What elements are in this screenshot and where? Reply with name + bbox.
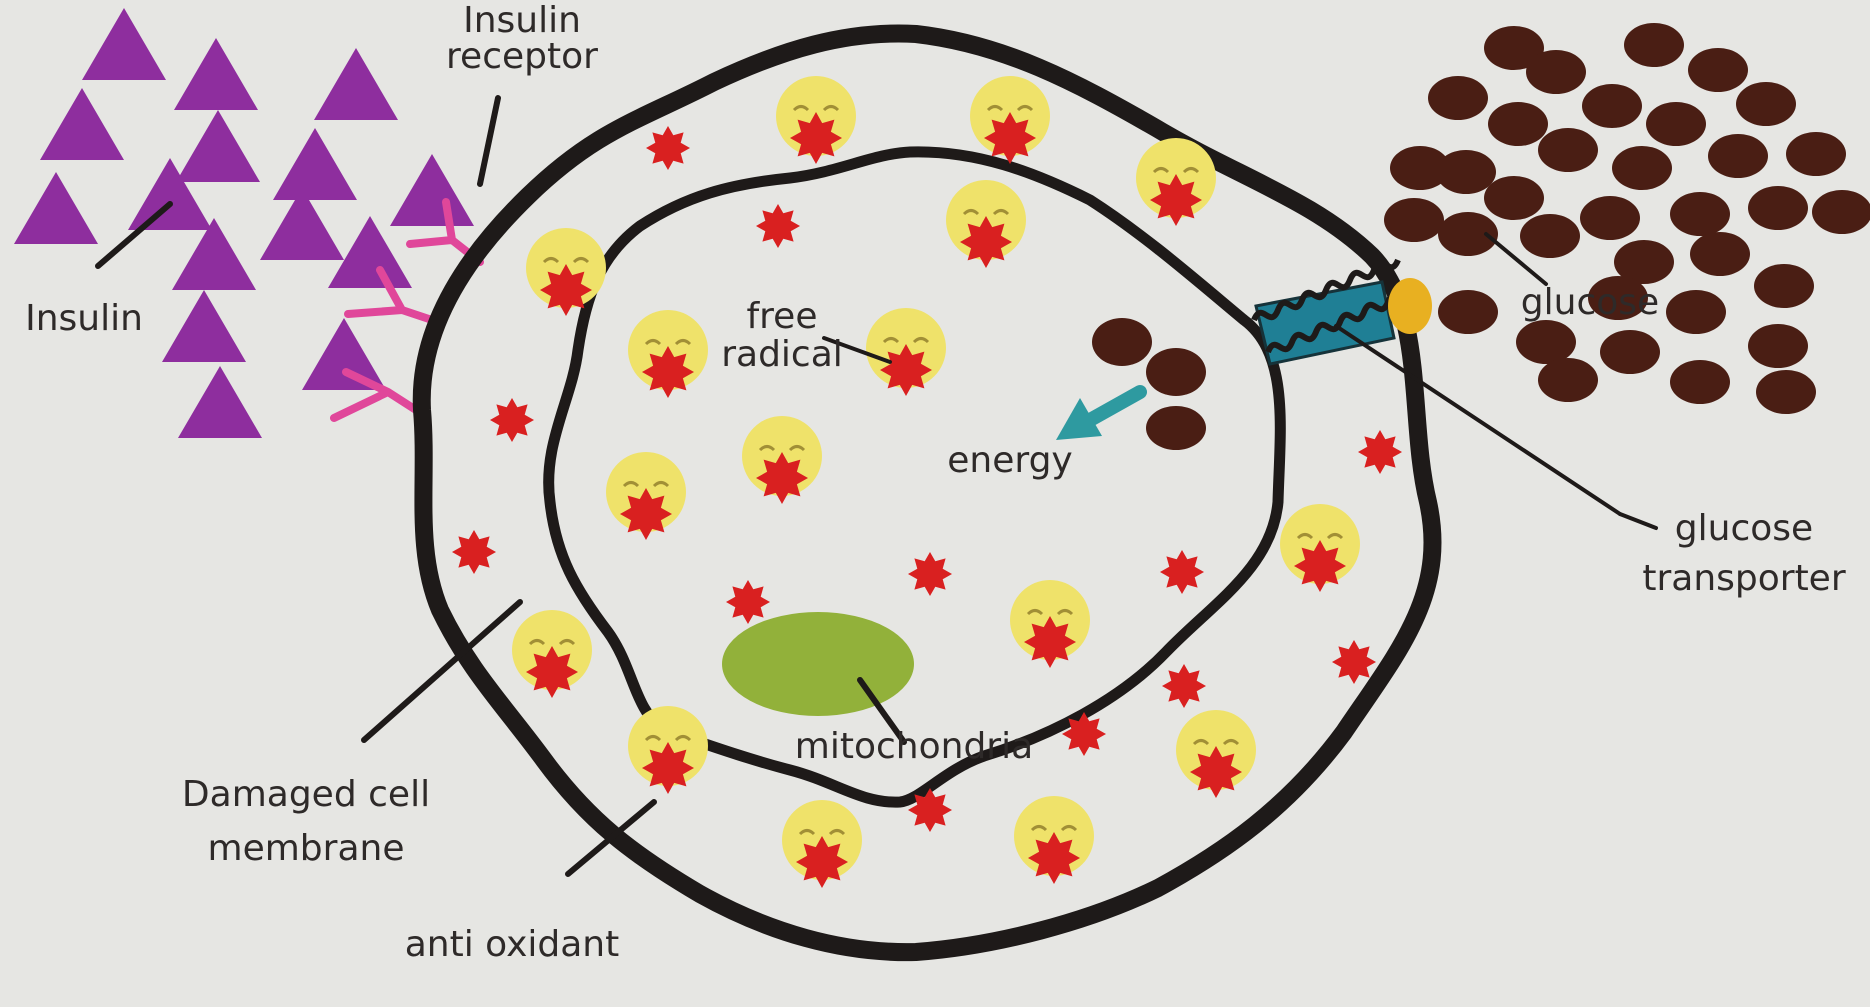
glucose-molecule-icon	[1756, 370, 1816, 414]
insulin-leader	[95, 201, 173, 269]
glucose-molecule-icon	[1588, 276, 1648, 320]
free-radical-icon	[908, 788, 952, 832]
damaged-membrane-label-line2: membrane	[208, 828, 405, 869]
glucose-molecule-icon	[1146, 406, 1206, 450]
free-radical-label-line2: radical	[721, 334, 843, 375]
free-radical-icon	[726, 580, 770, 624]
glucose-molecule-icon	[1384, 198, 1444, 242]
glucose-transporter-leader	[1334, 324, 1622, 516]
glucose-transporter-label-line2: transporter	[1642, 558, 1845, 599]
glucose-molecule-icon	[1484, 26, 1544, 70]
glucose-molecule-icon	[1670, 192, 1730, 236]
free-radical-icon	[756, 204, 800, 248]
glucose-molecule-icon	[1600, 330, 1660, 374]
internal-glucose	[1092, 318, 1206, 450]
glucose-molecule-icon	[1092, 318, 1152, 366]
glucose-molecule-icon	[1488, 102, 1548, 146]
glucose-molecule-icon	[1438, 212, 1498, 256]
glucose-molecule-icon	[1624, 23, 1684, 67]
glucose-molecule-icon	[1580, 196, 1640, 240]
glucose-molecule-icon	[1786, 132, 1846, 176]
glucose-transporter-leader-tail	[1618, 512, 1658, 530]
damaged-membrane-leader	[361, 599, 523, 743]
glucose-molecule-icon	[1428, 76, 1488, 120]
glucose-molecule-icon	[1748, 324, 1808, 368]
free-radical-label-line1: free	[747, 296, 818, 337]
free-radical-icon	[908, 552, 952, 596]
free-radical-leader	[822, 336, 892, 364]
free-radical-icon	[646, 126, 690, 170]
glucose-label: glucose	[1521, 282, 1659, 323]
glucose-molecule-icon	[1754, 264, 1814, 308]
insulin-receptor-label-line1: Insulin	[463, 0, 581, 41]
glucose-leader	[1484, 232, 1548, 286]
insulin-receptor-icon	[330, 368, 420, 422]
energy-arrow-icon	[1056, 385, 1147, 440]
glucose-cluster	[1384, 23, 1870, 414]
glucose-molecule-icon	[1436, 150, 1496, 194]
insulin-receptor-icon	[344, 266, 436, 324]
insulin-receptor-label-line2: receptor	[446, 36, 598, 77]
glucose-molecule-icon	[1520, 214, 1580, 258]
free-radical-icon	[1162, 664, 1206, 708]
leader-lines	[95, 95, 1658, 877]
mitochondria-label: mitochondria	[795, 726, 1033, 767]
glucose-molecule-icon	[1538, 358, 1598, 402]
mitochondria-leader	[857, 677, 907, 745]
free-radical-icon	[1358, 430, 1402, 474]
insulin-label: Insulin	[25, 298, 143, 339]
glucose-molecule-icon	[1614, 240, 1674, 284]
glucose-molecule-icon	[1516, 320, 1576, 364]
glucose-molecule-icon	[1484, 176, 1544, 220]
glucose-molecule-icon	[1736, 82, 1796, 126]
free-radical-icon	[490, 398, 534, 442]
labels: Insulin receptor Insulin free radical en…	[25, 0, 1846, 965]
glucose-molecule-icon	[1708, 134, 1768, 178]
glucose-molecule-icon	[1582, 84, 1642, 128]
glucose-molecule-icon	[1812, 190, 1870, 234]
damaged-membrane-label-line1: Damaged cell	[182, 774, 430, 815]
antioxidant-leader	[565, 799, 657, 877]
glucose-transporter-label-line1: glucose	[1675, 508, 1813, 549]
glucose-molecule-icon	[1438, 290, 1498, 334]
antioxidant-label: anti oxidant	[405, 924, 620, 965]
glucose-molecule-icon	[1526, 50, 1586, 94]
free-radical-icon	[1062, 712, 1106, 756]
glucose-molecule-icon	[1538, 128, 1598, 172]
mitochondria-icon	[722, 612, 914, 716]
free-radical-icon	[1332, 640, 1376, 684]
glucose-molecule-icon	[1688, 48, 1748, 92]
glucose-molecule-icon	[1690, 232, 1750, 276]
glucose-molecule-icon	[1390, 146, 1450, 190]
insulin-receptor-leader	[477, 95, 501, 187]
glucose-molecule-icon	[1670, 360, 1730, 404]
free-radical-icon	[1160, 550, 1204, 594]
energy-label: energy	[947, 440, 1072, 481]
free-radical-icon	[452, 530, 496, 574]
glucose-molecule-icon	[1646, 102, 1706, 146]
glucose-molecule-icon	[1748, 186, 1808, 230]
glucose-molecule-icon	[1612, 146, 1672, 190]
glucose-molecule-icon	[1666, 290, 1726, 334]
glucose-molecule-icon	[1146, 348, 1206, 396]
